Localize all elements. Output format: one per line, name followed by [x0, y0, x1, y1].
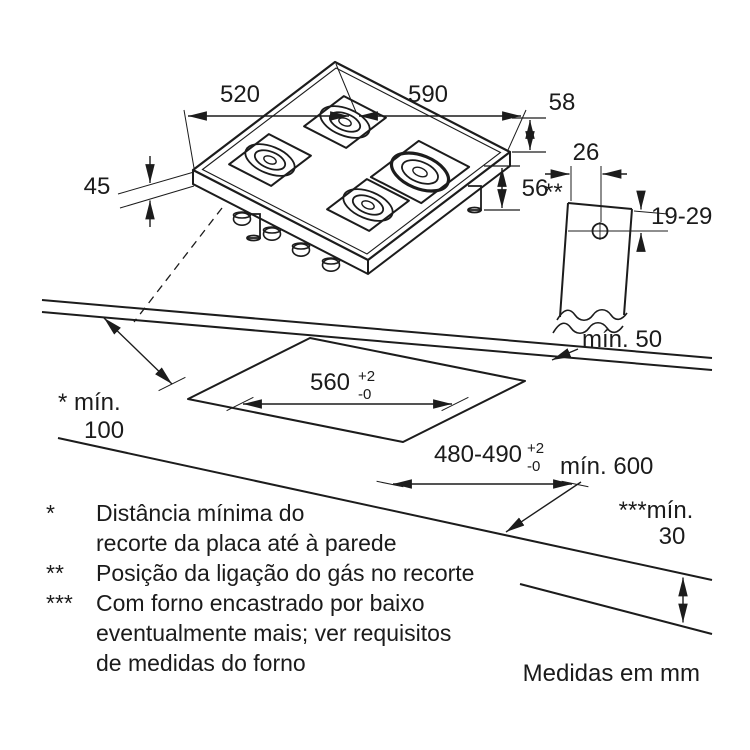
- dim-gas-offset-26: 26: [545, 139, 627, 222]
- footnote-line: recorte da placa até à parede: [96, 530, 397, 556]
- dim-590-label: 590: [408, 81, 448, 108]
- burner-front: [342, 188, 394, 222]
- dim-480-490-tol-minus: -0: [527, 458, 540, 475]
- dim-560-tol-plus: +2: [358, 368, 375, 385]
- dim-58-label: 58: [549, 89, 576, 116]
- min-100-value: 100: [84, 417, 124, 444]
- hob-edge-thickness: [192, 152, 511, 276]
- dim-560-label: 560: [310, 369, 350, 396]
- burner-large: [389, 151, 451, 193]
- cutout-outline: [187, 337, 526, 443]
- footnote-line: de medidas do forno: [96, 650, 306, 676]
- dim-gas-range-19-29: 19-29: [633, 190, 712, 252]
- dim-hob-depth-520: 520: [183, 63, 357, 169]
- footnote-line: Distância mínima do: [96, 500, 305, 526]
- footnote-text: Com forno encastrado por baixo eventualm…: [96, 588, 474, 678]
- oven-clearance-line: [519, 583, 713, 635]
- hob-drawing: [191, 60, 512, 276]
- dim-45-label: 45: [84, 173, 111, 200]
- dim-26-label: 26: [573, 139, 600, 166]
- dim-height-56: 56: [484, 165, 549, 211]
- dim-cutout-width-560: 560 +2 -0: [226, 368, 469, 412]
- dim-520-label: 520: [220, 81, 260, 108]
- min-oven-clearance-30: ***mín. 30: [619, 497, 694, 623]
- dim-hob-width-590: 590: [359, 81, 527, 151]
- footnote-text: Distância mínima do recorte da placa até…: [96, 498, 474, 558]
- min-worktop-depth-600: mín. 600: [505, 453, 653, 533]
- min-30-value: 30: [659, 523, 686, 550]
- min-600-label: mín. 600: [560, 453, 653, 480]
- break-wave-2: [552, 321, 624, 335]
- min-back-clearance-50: mín. 50: [551, 326, 662, 361]
- worktop-front-edge: [57, 437, 713, 581]
- dim-480-490-tol-plus: +2: [527, 440, 544, 457]
- footnote-marker: **: [46, 560, 64, 586]
- footnote-oven-below: *** Com forno encastrado por baixo event…: [46, 588, 474, 678]
- footnote-marker: *: [46, 500, 55, 526]
- footnotes: * Distância mínima do recorte da placa a…: [46, 498, 474, 678]
- dim-19-29-label: 19-29: [651, 203, 712, 230]
- dim-560-tol-minus: -0: [358, 386, 371, 403]
- gas-connection-detail: ** 26 19-29: [544, 139, 712, 335]
- burner-left: [244, 143, 296, 177]
- footnote-gas-position: ** Posição da ligação do gás no recorte: [46, 558, 474, 588]
- footnote-wall-distance: * Distância mínima do recorte da placa a…: [46, 498, 474, 558]
- footnote-line: Posição da ligação do gás no recorte: [96, 560, 475, 586]
- hob-feet: [246, 185, 482, 242]
- footnote-line: Com forno encastrado por baixo: [96, 590, 425, 616]
- footnote-marker: ***: [46, 590, 73, 616]
- min-100-label: * mín.: [58, 389, 121, 416]
- gas-position-marker: **: [544, 179, 563, 206]
- dim-cutout-depth-480-490: 480-490 +2 -0: [376, 440, 589, 489]
- hob-glass-inner-border: [201, 67, 502, 255]
- units-note: Medidas em mm: [522, 660, 700, 687]
- min-wall-clearance-100: * mín. 100: [58, 317, 186, 444]
- footnote-text: Posição da ligação do gás no recorte: [96, 558, 474, 588]
- break-wave-1: [556, 308, 628, 322]
- projection-dashed-line: [133, 207, 223, 323]
- dim-height-58: 58: [512, 89, 576, 153]
- control-knobs: [232, 211, 341, 272]
- dim-height-45: 45: [84, 156, 195, 227]
- dim-56-label: 56: [522, 175, 549, 202]
- footnote-line: eventualmente mais; ver requisitos: [96, 620, 452, 646]
- min-30-label: ***mín.: [619, 497, 694, 524]
- min-50-label: mín. 50: [582, 326, 662, 353]
- dim-480-490-label: 480-490: [434, 441, 522, 468]
